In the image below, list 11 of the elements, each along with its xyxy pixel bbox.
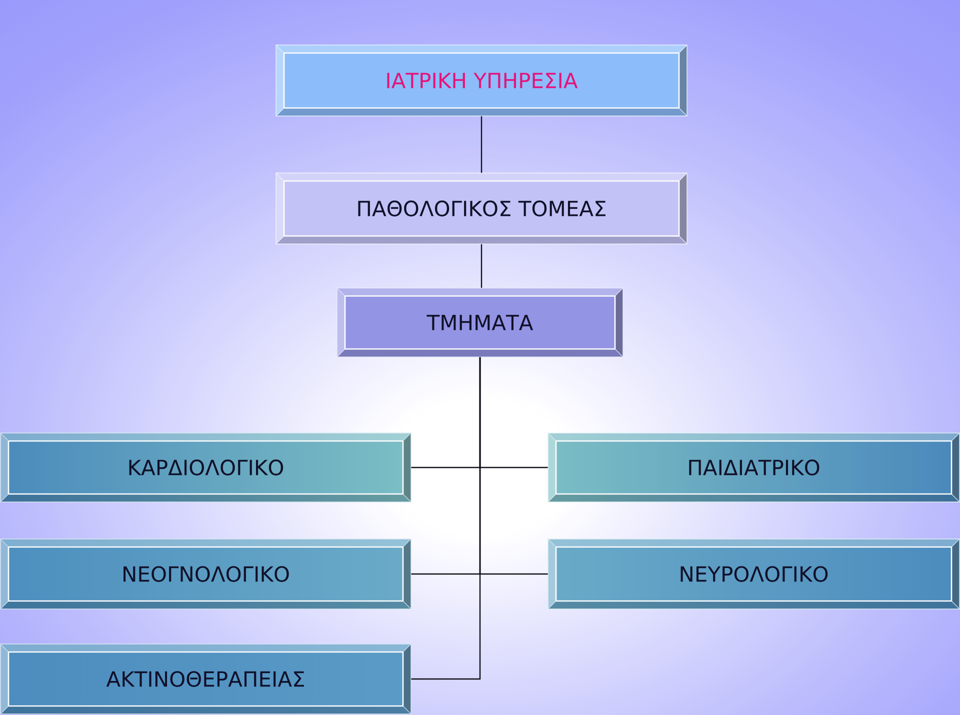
org-chart-box: ΚΑΡΔΙΟΛΟΓΙΚΟ <box>0 432 412 502</box>
connector-line <box>480 244 482 288</box>
org-chart-box: ΙΑΤΡΙΚΗ ΥΠΗΡΕΣΙΑ <box>276 44 688 116</box>
connector-line <box>480 116 482 173</box>
org-chart-box: ΝΕΟΓΝΟΛΟΓΙΚΟ <box>0 538 412 610</box>
org-chart-box: ΠΑΙΔΙΑΤΡΙΚΟ <box>548 432 960 502</box>
org-chart-box: ΤΜΗΜΑΤΑ <box>336 288 624 358</box>
connector-line <box>411 357 481 680</box>
org-chart-box: ΑΚΤΙΝΟΘΕΡΑΠΕΙΑΣ <box>0 644 412 714</box>
org-chart-box: ΠΑΘΟΛΟΓΙΚΟΣ ΤΟΜΕΑΣ <box>276 172 688 244</box>
org-chart-box: ΝΕΥΡΟΛΟΓΙΚΟ <box>548 538 960 610</box>
